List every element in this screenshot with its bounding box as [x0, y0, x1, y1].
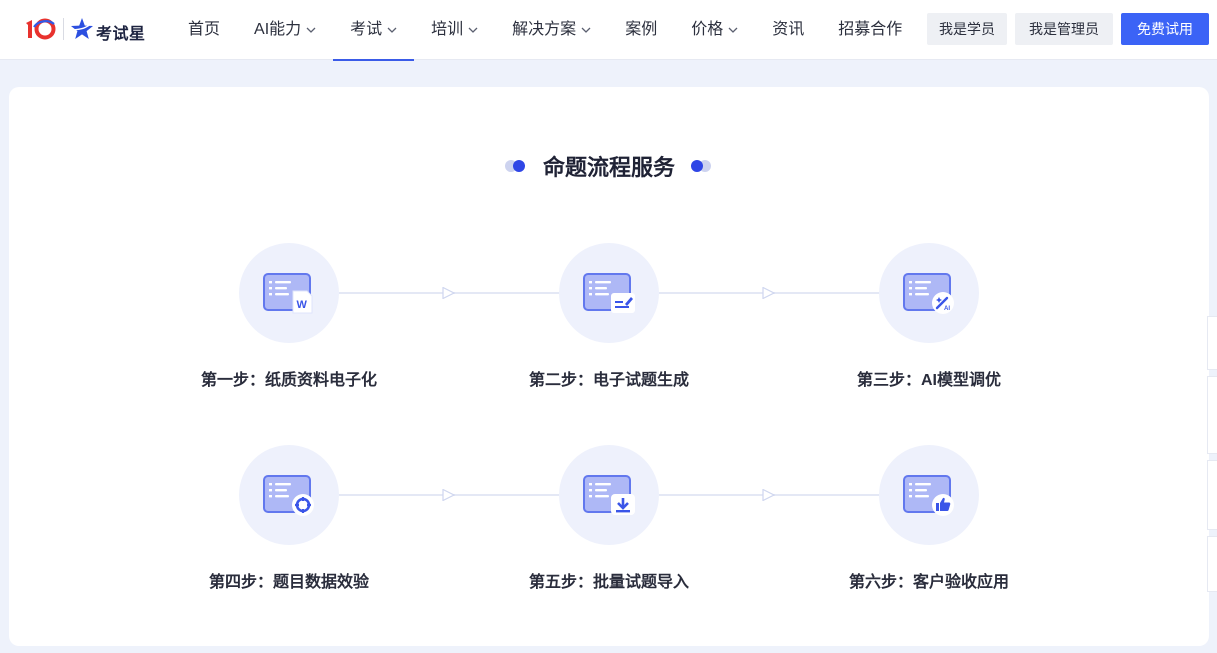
nav-item[interactable]: 招募合作: [821, 0, 919, 60]
flow-arrow-icon: [337, 287, 559, 299]
ai-magic-wand-icon: AI: [903, 273, 954, 314]
admin-login-button[interactable]: 我是管理员: [1015, 13, 1113, 45]
download-import-icon: [583, 475, 635, 515]
step-data-validation: 第四步：题目数据效验: [169, 445, 409, 592]
section-title: 命题流程服务: [542, 155, 675, 180]
step-label: 第四步：题目数据效验: [208, 574, 369, 591]
nav-item-label: 价格: [691, 21, 724, 38]
section-heading: 命题流程服务: [9, 150, 1209, 182]
step-icon-circle: [879, 445, 979, 545]
floating-side-tab[interactable]: [1207, 460, 1217, 530]
nav-item[interactable]: 考试: [333, 0, 415, 61]
nav-item-label: 资讯: [772, 21, 805, 38]
step-customer-acceptance: 第六步：客户验收应用: [809, 445, 1049, 592]
step-label: 第二步：电子试题生成: [528, 372, 689, 389]
flow-arrow-icon: [657, 287, 879, 299]
floating-side-tab[interactable]: [1207, 376, 1217, 454]
process-service-card: 命题流程服务 W 第一步：纸: [9, 87, 1209, 646]
nav-item[interactable]: 案例: [608, 0, 674, 60]
nav-item[interactable]: 价格: [674, 0, 755, 60]
step-label: 第六步：客户验收应用: [848, 574, 1009, 591]
title-right-dots-icon: [691, 159, 713, 173]
nav-item-label: 解决方案: [512, 21, 577, 38]
step-icon-circle: W: [239, 243, 339, 343]
nav-item[interactable]: 资讯: [755, 0, 821, 60]
nav-item[interactable]: 首页: [171, 0, 237, 60]
svg-text:AI: AI: [944, 306, 950, 312]
nav-item-label: AI能力: [254, 21, 302, 38]
nav-item-label: 培训: [431, 21, 464, 38]
chevron-down-icon: [581, 27, 591, 33]
chevron-down-icon: [468, 27, 478, 33]
chevron-down-icon: [728, 27, 738, 33]
svg-text:W: W: [297, 299, 308, 311]
step-icon-circle: [559, 243, 659, 343]
nav-item[interactable]: 解决方案: [495, 0, 608, 60]
brand-10-logo-icon[interactable]: [24, 17, 56, 41]
nav-item[interactable]: AI能力: [237, 0, 333, 60]
free-trial-button[interactable]: 免费试用: [1121, 13, 1209, 45]
floating-side-tab[interactable]: [1207, 536, 1217, 592]
flow-arrow-icon: [657, 489, 879, 501]
chevron-down-icon: [387, 27, 397, 33]
chevron-down-icon: [306, 27, 316, 33]
flow-arrow-icon: [337, 489, 559, 501]
floating-side-tab[interactable]: [1207, 316, 1217, 370]
student-login-button[interactable]: 我是学员: [927, 13, 1007, 45]
target-check-icon: [263, 475, 314, 516]
word-document-icon: W: [263, 273, 313, 314]
nav-item[interactable]: 培训: [414, 0, 495, 60]
brand-name[interactable]: 考试星: [96, 26, 146, 43]
step-label: 第一步：纸质资料电子化: [200, 372, 377, 389]
step-batch-import: 第五步：批量试题导入: [489, 445, 729, 592]
step-electronic-questions: 第二步：电子试题生成: [489, 243, 729, 390]
nav-item-label: 考试: [350, 21, 383, 38]
nav-item-label: 招募合作: [838, 21, 903, 38]
step-icon-circle: [559, 445, 659, 545]
main-nav: 首页 AI能力 考试 培训 解决方案 案例 价格 资讯 招募合作: [171, 0, 919, 61]
step-ai-tuning: AI 第三步：AI模型调优: [809, 243, 1049, 390]
logo-divider: [63, 18, 64, 40]
step-label: 第三步：AI模型调优: [856, 372, 1001, 389]
title-left-dots-icon: [504, 159, 527, 173]
step-paper-digitization: W 第一步：纸质资料电子化: [169, 243, 409, 390]
nav-item-label: 案例: [625, 21, 658, 38]
step-icon-circle: AI: [879, 243, 979, 343]
document-edit-icon: [583, 273, 635, 313]
nav-item-label: 首页: [188, 21, 221, 38]
kaoshixing-star-logo-icon[interactable]: [70, 17, 94, 41]
step-icon-circle: [239, 445, 339, 545]
step-label: 第五步：批量试题导入: [528, 574, 689, 591]
thumbs-up-icon: [903, 475, 954, 516]
